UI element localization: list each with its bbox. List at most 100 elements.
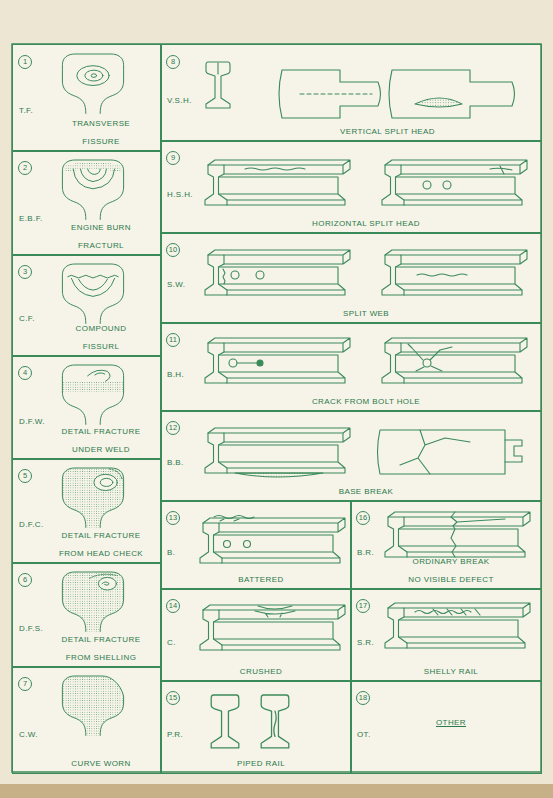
defect-caption-holder: CRACK FROM BOLT HOLE: [216, 390, 516, 408]
callout-number: 12: [166, 421, 180, 435]
defect-code-holder: B.H.: [167, 363, 184, 381]
defect-code: C.W.: [19, 730, 38, 739]
callout-number-holder: 13: [166, 506, 180, 525]
bolt-hole-rail-part: [229, 359, 237, 367]
bolt-hole-rail-part: [408, 344, 452, 371]
bolt-hole-rail: [382, 338, 527, 383]
callout-number-holder: 7: [18, 672, 32, 691]
shelly-rail-part: [433, 609, 480, 615]
ordinary-break-rail-part: [385, 512, 530, 557]
defect-caption-holder: TRANSVERSE FISSURE: [61, 112, 141, 148]
defect-code: D.F.C.: [19, 520, 44, 529]
defect-cell: 13B.BATTERED: [160, 500, 352, 590]
defect-code-holder: D.F.C.: [19, 513, 44, 531]
vertical-split-views-part: [415, 98, 462, 107]
defect-caption-holder: SHELLY RAIL: [366, 660, 536, 678]
shelling-fracture-drawing-part: [89, 574, 117, 578]
battered-rail-part: [244, 541, 251, 548]
head-check-drawing-part: [94, 474, 117, 490]
callout-number-holder: 16: [356, 506, 370, 525]
defect-caption-holder: HORIZONTAL SPLIT HEAD: [216, 212, 516, 230]
defect-caption-holder: BASE BREAK: [216, 480, 516, 498]
callout-number: 11: [166, 333, 180, 347]
defect-cell: 16B.R. ORDINARY BREAK NO VISIBLE DEFECT: [350, 500, 542, 590]
defect-cell: 4D.F.W.DETAIL FRACTURE UNDER WELD: [12, 355, 162, 460]
callout-number: 3: [18, 265, 32, 279]
transverse-fissure-drawing-part: [62, 54, 123, 113]
vertical-split-views-part: [279, 70, 381, 118]
defect-caption: SHELLY RAIL: [424, 667, 478, 676]
crushed-rail: [200, 605, 345, 650]
paper-edge: [0, 784, 553, 798]
transverse-fissure-drawing-part: [85, 70, 103, 81]
callout-number: 6: [18, 573, 32, 587]
vertical-split-views: [279, 70, 515, 118]
engine-burn-drawing-part: [80, 169, 106, 182]
vertical-split-views-part: [389, 70, 515, 118]
ordinary-break-rail-part: [451, 512, 505, 557]
defect-code-holder: P.R.: [167, 723, 183, 741]
defect-caption: BATTERED: [238, 575, 283, 584]
defect-caption-holder: OTHER: [366, 711, 536, 729]
callout-number-holder: 4: [18, 361, 32, 380]
shelling-fracture-drawing-part: [98, 577, 116, 590]
chart-frame: [12, 44, 541, 772]
defect-caption-holder: DETAIL FRACTURE FROM HEAD CHECK: [51, 524, 151, 560]
defect-cell: 10S.W.SPLIT WEB: [160, 232, 542, 324]
defect-cell: 2E.B.F.ENGINE BURN FRACTURL: [12, 150, 162, 256]
transverse-fissure-drawing-part: [77, 66, 109, 86]
horizontal-split-rail-part: [245, 168, 305, 170]
head-check-drawing-part: [100, 478, 113, 486]
callout-number-holder: 8: [166, 50, 180, 69]
defect-caption-holder: ORDINARY BREAK NO VISIBLE DEFECT: [406, 550, 496, 586]
defect-caption-holder: ENGINE BURN FRACTURL: [56, 216, 146, 252]
defect-cell: 7C.W. CURVE WORN: [12, 666, 162, 774]
horizontal-split-rail-part: [205, 160, 350, 205]
bolt-hole-rail: [205, 338, 350, 383]
defect-cell: 12B.B.BASE BREAK: [160, 410, 542, 502]
defect-code: B.R.: [357, 548, 374, 557]
callout-number: 4: [18, 366, 32, 380]
battered-rail: [200, 516, 345, 564]
callout-number: 8: [166, 55, 180, 69]
defect-caption: HORIZONTAL SPLIT HEAD: [312, 219, 420, 228]
head-check-drawing-part: [62, 468, 123, 527]
callout-number-holder: 5: [18, 464, 32, 483]
defect-code: D.F.W.: [19, 417, 45, 426]
defect-caption-holder: COMPOUND FISSURL: [61, 317, 141, 353]
defect-caption-holder: CRUSHED: [176, 660, 346, 678]
split-web-rail-part: [205, 250, 350, 295]
shelling-fracture-drawing: [62, 572, 123, 631]
callout-number-holder: 12: [166, 416, 180, 435]
weld-fracture-drawing-part: [95, 373, 105, 375]
callout-number: 16: [356, 511, 370, 525]
weld-fracture-drawing: [62, 365, 123, 424]
callout-number-holder: 11: [166, 328, 180, 347]
shelly-rail: [385, 603, 530, 648]
defect-code-holder: H.S.H.: [167, 183, 193, 201]
defect-code-holder: V.S.H.: [167, 89, 192, 107]
callout-number: 18: [356, 691, 370, 705]
battered-rail-part: [214, 516, 254, 522]
split-web-rail-part: [223, 269, 225, 284]
shelly-rail-part: [385, 603, 530, 648]
horizontal-split-rail: [205, 160, 350, 205]
bolt-hole-rail-part: [237, 362, 257, 363]
callout-number: 14: [166, 599, 180, 613]
engine-burn-drawing-part: [73, 169, 114, 189]
split-web-rail-part: [417, 274, 467, 276]
callout-number-holder: 14: [166, 594, 180, 613]
defect-caption: VERTICAL SPLIT HEAD: [340, 127, 435, 136]
defect-caption: PIPED RAIL: [237, 759, 285, 768]
defect-caption: DETAIL FRACTURE FROM SHELLING: [62, 635, 141, 662]
defect-code-holder: T.F.: [19, 99, 33, 117]
horizontal-split-rail-part: [382, 160, 527, 205]
horizontal-split-rail-part: [423, 181, 431, 189]
defect-caption-holder: CURVE WORN: [51, 752, 151, 770]
compound-fissure-drawing-part: [68, 275, 118, 278]
defect-code: C.: [167, 638, 176, 647]
vertical-split-profile-part: [206, 62, 230, 108]
curve-worn-drawing-part: [62, 676, 123, 735]
vertical-split-profile: [206, 62, 230, 108]
horizontal-split-rail-part: [490, 166, 512, 174]
